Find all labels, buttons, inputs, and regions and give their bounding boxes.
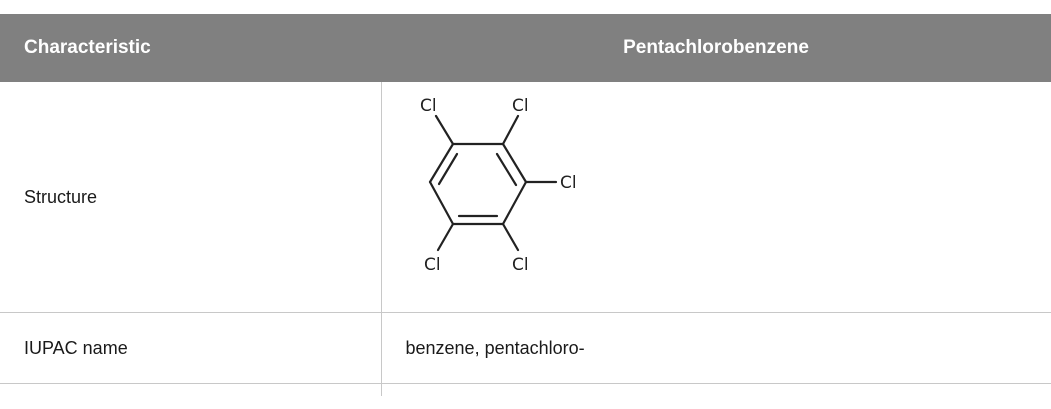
- row-label-structure: Structure: [0, 82, 382, 313]
- bond-cl-2: [501, 114, 519, 146]
- table-row-iupac: IUPAC name benzene, pentachloro-: [0, 312, 1051, 384]
- header-compound: Pentachlorobenzene: [381, 14, 1051, 82]
- bond-upper-right: [501, 142, 527, 184]
- header-characteristic-label: Characteristic: [24, 37, 151, 58]
- table-row-structure: Structure: [0, 82, 1051, 313]
- pentachlorobenzene-structure-diagram: Cl Cl Cl Cl Cl: [420, 96, 577, 275]
- atom-label-cl-2: Cl: [512, 96, 529, 116]
- bond-upper-left: [428, 142, 454, 184]
- continuation-cell-left: [0, 383, 382, 396]
- bond-cl-5: [501, 222, 519, 252]
- structure-cell: Cl Cl Cl Cl Cl: [381, 82, 1051, 313]
- atom-label-cl-1: Cl: [420, 96, 437, 116]
- bond-lower-left: [428, 180, 454, 226]
- atom-label-cl-5: Cl: [512, 255, 529, 275]
- continuation-cell-right: [381, 384, 1051, 397]
- table-row-continuation: [0, 383, 1051, 397]
- atom-label-cl-4: Cl: [424, 255, 441, 275]
- table-header-row: Characteristic Pentachlorobenzene: [0, 14, 1051, 82]
- characteristics-table: Characteristic Pentachlorobenzene Struct…: [0, 14, 1051, 396]
- atom-label-cl-3: Cl: [560, 173, 577, 193]
- bond-cl-1: [434, 114, 454, 146]
- header-compound-label: Pentachlorobenzene: [623, 37, 809, 58]
- bond-lower-right: [501, 180, 527, 226]
- bond-upper-right-double: [495, 152, 517, 187]
- row-label-iupac: IUPAC name: [0, 312, 382, 384]
- row-value-iupac: benzene, pentachloro-: [381, 312, 1051, 384]
- header-characteristic: Characteristic: [0, 14, 381, 82]
- bond-upper-left-double: [437, 152, 458, 186]
- bond-cl-4: [436, 222, 454, 252]
